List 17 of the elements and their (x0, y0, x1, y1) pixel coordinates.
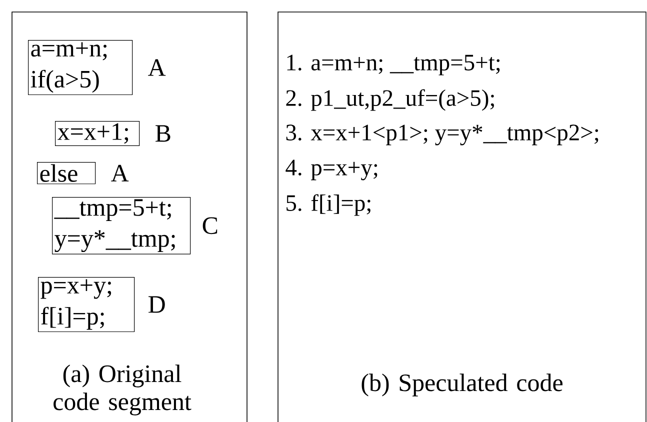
block-letter: D (148, 296, 165, 313)
block-letter: C (202, 217, 218, 234)
panel-title: (a) Original code segment (54, 364, 192, 416)
code-box: __tmp=5+t; y=y*__tmp; (52, 197, 191, 254)
code-box: else (37, 162, 96, 184)
code-line: 2. p1_ut,p2_uf=(a>5); (286, 89, 494, 111)
block-letter: A (148, 59, 166, 76)
code-line: 5. f[i]=p; (286, 194, 370, 216)
code-box: x=x+1; (55, 121, 140, 146)
code-line: 1. a=m+n; __tmp=5+t; (287, 54, 500, 76)
code-box: a=m+n; if(a>5) (28, 40, 133, 96)
panel-title: (b) Speculated code (362, 374, 562, 396)
code-line: 4. p=x+y; (286, 160, 378, 180)
code-box: p=x+y; f[i]=p; (38, 277, 135, 332)
block-letter: A (111, 164, 129, 182)
code-line: 3. x=x+1<p1>; y=y*__tmp<p2>; (286, 124, 598, 146)
block-letter: B (156, 125, 170, 142)
